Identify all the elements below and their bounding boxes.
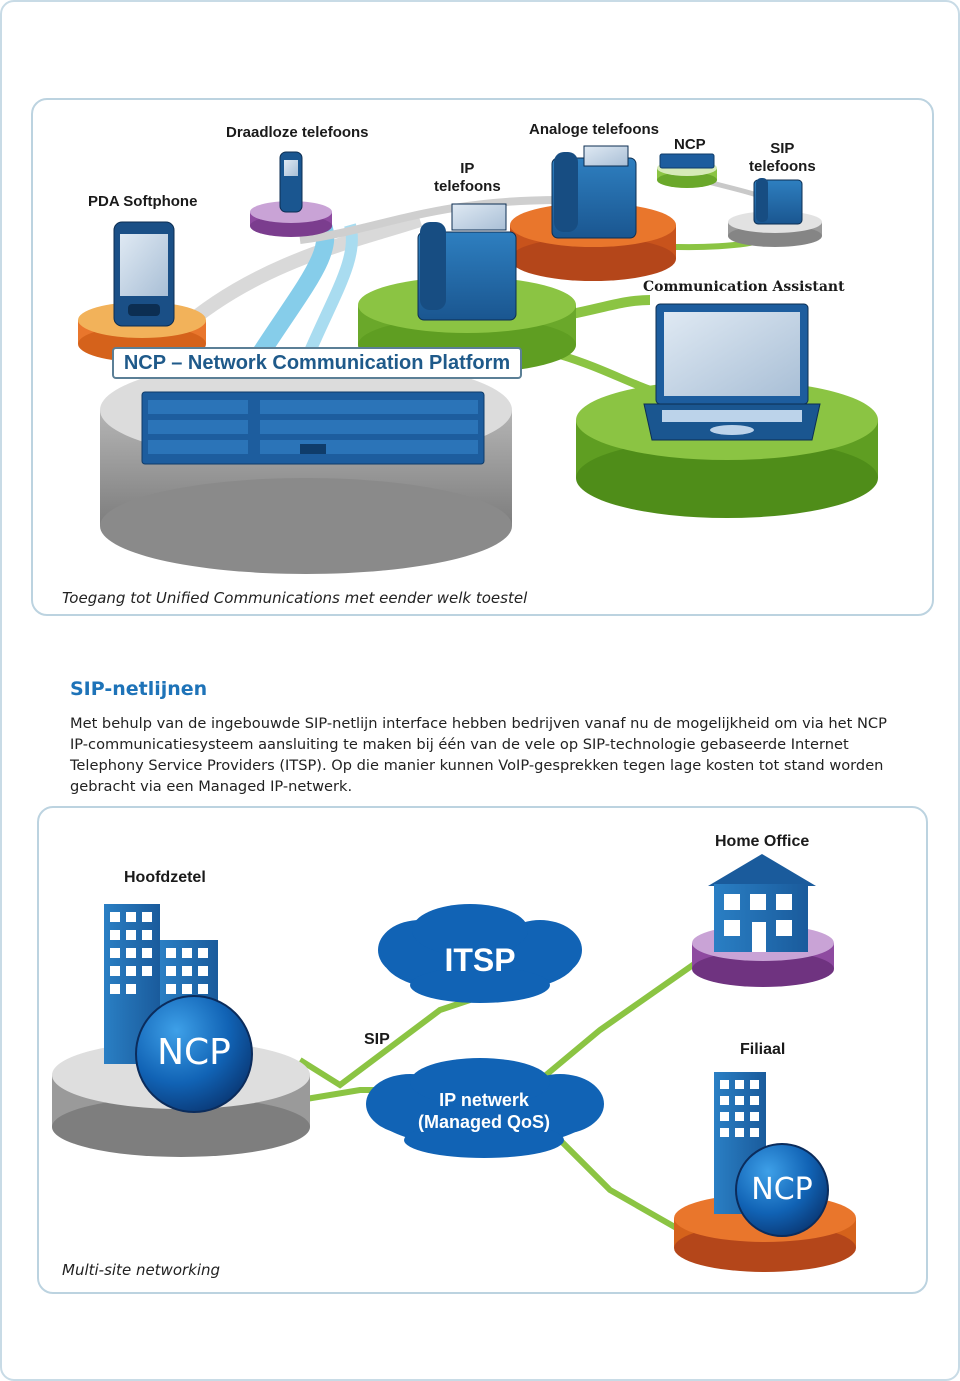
label-sip-phones: SIP telefoons: [749, 140, 816, 175]
label-hq: Hoofdzetel: [124, 869, 206, 886]
itsp-label: ITSP: [444, 942, 516, 978]
label-ncp-small: NCP: [674, 136, 706, 153]
hq-ncp-label: NCP: [157, 1032, 231, 1073]
label-sip: SIP: [364, 1031, 390, 1048]
bottom-diagram-caption: Multi-site networking: [62, 1261, 221, 1279]
label-analog-phones: Analoge telefoons: [529, 121, 660, 138]
label-home-office: Home Office: [715, 833, 810, 850]
ncp-platform-banner: NCP – Network Communication Platform: [112, 347, 522, 379]
label-pda-softphone: PDA Softphone: [88, 193, 198, 210]
unified-communications-diagram: [78, 145, 878, 574]
ip-network-label-line1: IP netwerk: [439, 1090, 529, 1110]
sip-phone-icon: [753, 178, 803, 225]
ncp-rack-unit: [141, 391, 485, 465]
label-branch: Filiaal: [740, 1041, 786, 1058]
laptop-icon: [643, 303, 821, 441]
ncp-small-box-icon: [659, 153, 715, 169]
section-body: Met behulp van de ingebouwde SIP-netlijn…: [70, 715, 887, 795]
label-ip-phones: IP telefoons: [434, 160, 501, 195]
ip-phone-icon: [417, 203, 517, 321]
ncp-base-disc: [100, 358, 512, 574]
section-title: SIP-netlijnen: [70, 678, 208, 700]
top-diagram-caption: Toegang tot Unified Communications met e…: [62, 589, 528, 607]
label-communication-assistant: Communication Assistant: [643, 279, 845, 295]
wireless-handset-icon: [279, 151, 303, 213]
pda-device-icon: [113, 221, 175, 327]
branch-ncp-label: NCP: [751, 1172, 813, 1207]
analog-phone-icon: [551, 145, 637, 239]
ip-network-label-line2: (Managed QoS): [417, 1112, 550, 1132]
label-wireless-phones: Draadloze telefoons: [226, 124, 369, 141]
